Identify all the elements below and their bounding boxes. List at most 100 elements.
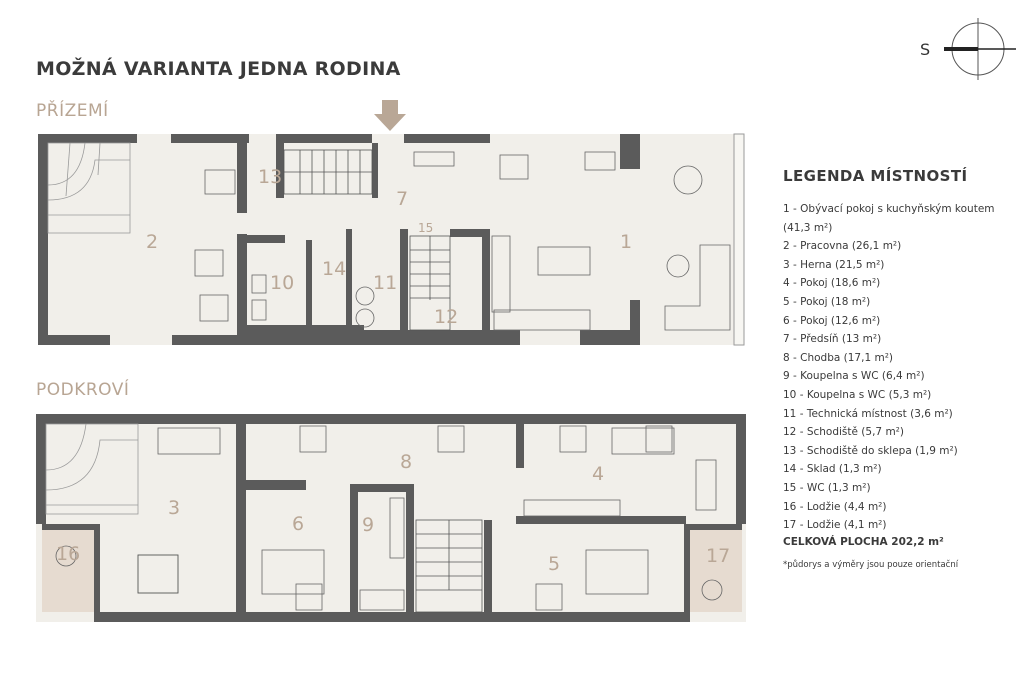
room-number-5: 5 [548, 553, 560, 575]
legend-total: CELKOVÁ PLOCHA 202,2 m² [783, 536, 944, 548]
compass-letter: S [920, 40, 931, 59]
loggia-16 [42, 524, 96, 612]
skylight [437, 425, 465, 453]
legend-item: 15 - WC (1,3 m²) [783, 481, 871, 494]
room-number-17: 17 [706, 545, 730, 567]
legend-item: 11 - Technická místnost (3,6 m²) [783, 407, 953, 420]
desk [584, 151, 616, 171]
legend-item: 7 - Předsíň (13 m²) [783, 333, 882, 346]
room-number-15: 15 [418, 221, 433, 235]
wall [38, 134, 48, 345]
kitchen-cabinets [491, 235, 511, 313]
loggia-table [55, 545, 77, 567]
wall [688, 524, 742, 530]
dining-table [673, 165, 703, 195]
wall [620, 134, 640, 143]
loggia-17 [688, 524, 742, 612]
legend-item: 16 - Lodžie (4,4 m²) [783, 500, 887, 513]
wall [236, 424, 246, 484]
room-number-12: 12 [434, 306, 458, 328]
room-number-9: 9 [362, 514, 374, 536]
armchair [194, 249, 224, 277]
room-number-16: 16 [56, 543, 80, 565]
legend-item: 6 - Pokoj (12,6 m²) [783, 314, 881, 327]
toilet [251, 274, 267, 294]
wall [400, 229, 408, 330]
wall [482, 229, 490, 330]
cellar-stairs [283, 149, 373, 195]
wardrobe [523, 499, 621, 517]
corner-sofa [664, 244, 731, 331]
legend-item: 2 - Pracovna (26,1 m²) [783, 240, 902, 253]
page-title: MOŽNÁ VARIANTA JEDNA RODINA [36, 58, 401, 80]
wall [306, 240, 312, 325]
wall [276, 134, 372, 143]
bed [585, 549, 649, 595]
wall [36, 414, 46, 524]
attic-floor-plan [36, 414, 746, 622]
wall [236, 480, 246, 612]
wall [247, 235, 285, 243]
wall [172, 335, 244, 345]
spiral-stairs-attic [45, 423, 139, 515]
bed [261, 549, 325, 595]
floor-label-attic: PODKROVÍ [36, 380, 130, 400]
bed [611, 427, 675, 455]
room-number-11: 11 [373, 272, 397, 294]
water-heater [355, 308, 375, 328]
legend-list: 1 - Obývací pokoj s kuchyňským koutem (4… [783, 200, 998, 535]
armchair [199, 294, 229, 322]
window [733, 133, 745, 346]
ground-floor-area [38, 134, 744, 345]
room-number-7: 7 [396, 188, 408, 210]
wall [244, 325, 364, 345]
legend-item: 4 - Pokoj (18,6 m²) [783, 277, 881, 290]
bath-vanity [389, 497, 405, 559]
entrance-arrow-icon [374, 100, 406, 131]
wall [484, 520, 492, 612]
armchair [499, 154, 529, 180]
room-number-2: 2 [146, 231, 158, 253]
legend-item: 8 - Chodba (17,1 m²) [783, 351, 894, 364]
wall [346, 229, 352, 325]
legend-item: 14 - Sklad (1,3 m²) [783, 463, 882, 476]
ground-floor-plan [38, 100, 745, 346]
room-numbers: 1 2 3 4 5 6 7 8 9 10 11 12 13 14 15 16 1… [56, 166, 730, 575]
wall [38, 134, 137, 143]
wall [516, 424, 524, 468]
room-number-14: 14 [322, 258, 346, 280]
spiral-stairs [47, 142, 131, 234]
wall [94, 524, 100, 622]
room-number-4: 4 [592, 463, 604, 485]
wall [406, 484, 414, 612]
kitchen-island [537, 246, 591, 276]
room-number-10: 10 [270, 272, 294, 294]
room-number-1: 1 [620, 231, 632, 253]
stairs-attic [415, 519, 483, 613]
legend-item: 1 - Obývací pokoj s kuchyňským koutem (4… [783, 203, 995, 234]
sofa [157, 427, 221, 455]
skylight [559, 425, 587, 453]
wall [38, 335, 110, 345]
wall [350, 484, 410, 492]
legend-item: 9 - Koupelna s WC (6,4 m²) [783, 370, 925, 383]
wall [236, 480, 306, 490]
wall [350, 484, 358, 612]
main-stairs [409, 235, 451, 331]
legend-item: 10 - Koupelna s WC (5,3 m²) [783, 388, 932, 401]
wall [42, 524, 96, 530]
boiler [355, 286, 375, 306]
wall [94, 612, 686, 622]
billiard-table [137, 554, 179, 594]
wall [237, 234, 247, 335]
wall [684, 524, 690, 622]
legend-item: 17 - Lodžie (4,1 m²) [783, 519, 887, 532]
wall [364, 330, 520, 345]
desk [204, 169, 236, 195]
wall [404, 134, 490, 143]
wall [580, 330, 640, 345]
legend-title: LEGENDA MÍSTNOSTÍ [783, 167, 968, 185]
skylight [535, 583, 563, 611]
room-number-3: 3 [168, 497, 180, 519]
wall [736, 414, 746, 524]
